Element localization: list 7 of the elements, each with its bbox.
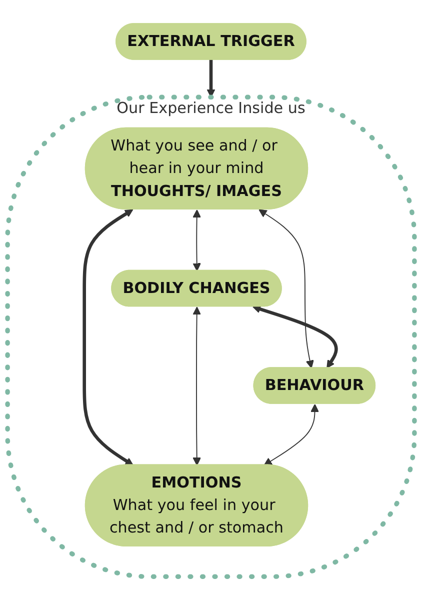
arrow (192, 209, 201, 272)
arrow (206, 59, 216, 98)
arrow (264, 404, 319, 466)
arrow (82, 209, 134, 466)
arrow (252, 305, 338, 368)
arrow (192, 306, 201, 466)
arrow (258, 209, 314, 368)
